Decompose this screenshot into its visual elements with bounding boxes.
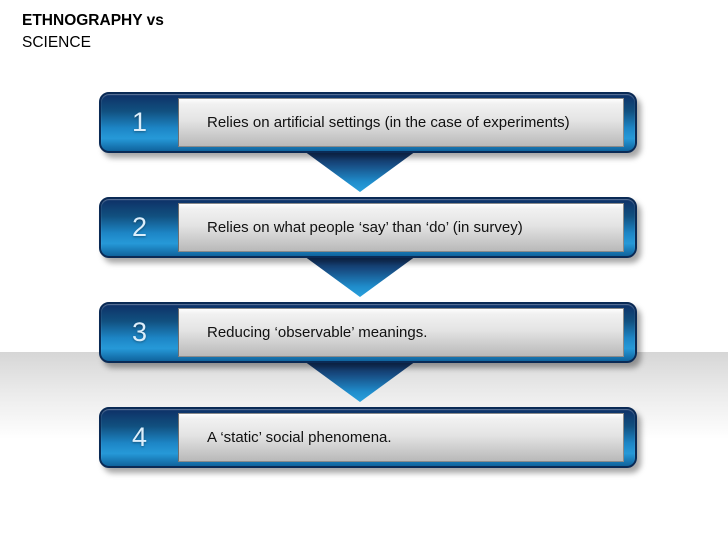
step-number: 2 (131, 212, 148, 242)
step-number: 4 (131, 422, 148, 452)
down-arrow-icon (304, 256, 416, 297)
step-bar-4: 4 A ‘static’ social phenomena. (99, 407, 637, 468)
step-text: A ‘static’ social phenomena. (207, 429, 392, 446)
slide-title: ETHNOGRAPHY vs SCIENCE (22, 10, 164, 54)
step-bar-2: 2 Relies on what people ‘say’ than ‘do’ … (99, 197, 637, 258)
down-arrow-icon (304, 151, 416, 192)
step-text-panel: A ‘static’ social phenomena. (178, 413, 624, 462)
slide-title-line1: ETHNOGRAPHY vs (22, 12, 164, 29)
slide-title-line2: SCIENCE (22, 34, 91, 51)
step-text: Relies on artificial settings (in the ca… (207, 114, 570, 131)
step-number: 1 (131, 107, 148, 137)
step-number: 3 (131, 317, 148, 347)
step-bar-1: 1 Relies on artificial settings (in the … (99, 92, 637, 153)
step-text: Relies on what people ‘say’ than ‘do’ (i… (207, 219, 523, 236)
step-text-panel: Relies on what people ‘say’ than ‘do’ (i… (178, 203, 624, 252)
step-bar-3: 3 Reducing ‘observable’ meanings. (99, 302, 637, 363)
step-text: Reducing ‘observable’ meanings. (207, 324, 428, 341)
step-text-panel: Relies on artificial settings (in the ca… (178, 98, 624, 147)
step-text-panel: Reducing ‘observable’ meanings. (178, 308, 624, 357)
